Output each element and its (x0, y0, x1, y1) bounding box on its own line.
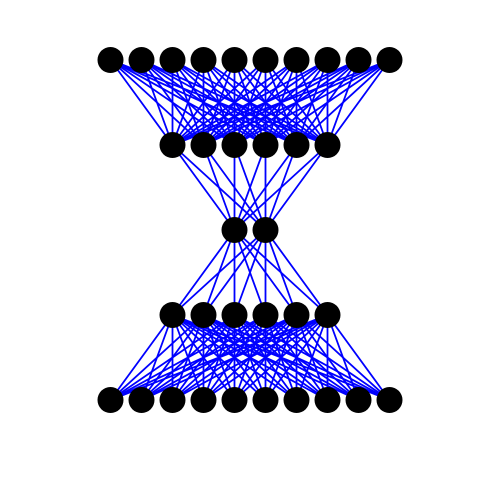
edge-l1-n3-to-l2-n0 (233, 144, 267, 231)
node-layer4-7 (314, 387, 341, 413)
edge-l0-n7-to-l1-n0 (171, 59, 329, 146)
node-layer2-1 (252, 217, 279, 243)
edge-l3-n5-to-l4-n2 (171, 314, 329, 401)
node-layer1-1 (190, 132, 217, 158)
edge-l3-n4-to-l4-n0 (109, 314, 298, 401)
node-layer1-0 (159, 132, 186, 158)
node-layer0-0 (97, 47, 124, 73)
edge-l0-n9-to-l1-n5 (326, 59, 391, 146)
node-layer0-3 (190, 47, 217, 73)
node-layer4-9 (376, 387, 403, 413)
edge-l0-n5-to-l1-n0 (171, 59, 267, 146)
edge-l0-n3-to-l1-n0 (171, 59, 205, 146)
edge-l3-n5-to-l4-n4 (233, 314, 329, 401)
node-layer1-2 (221, 132, 248, 158)
node-layer3-5 (314, 302, 341, 328)
edge-l3-n5-to-l4-n3 (202, 314, 329, 401)
edge-l2-n1-to-l3-n2 (233, 229, 267, 316)
node-layer3-4 (283, 302, 310, 328)
node-layer0-1 (128, 47, 155, 73)
edge-l2-n0-to-l3-n0 (171, 229, 236, 316)
node-layer4-2 (159, 387, 186, 413)
edge-l1-n1-to-l2-n0 (202, 144, 236, 231)
edge-l3-n5-to-l4-n5 (264, 314, 329, 401)
edge-l3-n5-to-l4-n0 (109, 314, 329, 401)
edge-l3-n2-to-l4-n0 (109, 314, 236, 401)
node-layer0-2 (159, 47, 186, 73)
node-layer4-5 (252, 387, 279, 413)
node-layer1-4 (283, 132, 310, 158)
edge-l3-n1-to-l4-n0 (109, 314, 205, 401)
edge-l3-n5-to-l4-n1 (140, 314, 329, 401)
edge-l2-n1-to-l3-n0 (171, 229, 267, 316)
edge-l3-n0-to-l4-n0 (109, 314, 174, 401)
edge-l3-n5-to-l4-n8 (326, 314, 360, 401)
node-layer4-1 (128, 387, 155, 413)
edge-group (109, 59, 391, 401)
node-layer0-9 (376, 47, 403, 73)
node-layer1-3 (252, 132, 279, 158)
edge-l1-n5-to-l2-n0 (233, 144, 329, 231)
edge-l2-n1-to-l3-n4 (264, 229, 298, 316)
edge-l2-n1-to-l3-n1 (202, 229, 267, 316)
node-layer3-2 (221, 302, 248, 328)
edge-l0-n0-to-l1-n0 (109, 59, 174, 146)
node-layer0-7 (314, 47, 341, 73)
edge-l0-n9-to-l1-n1 (202, 59, 391, 146)
node-layer0-4 (221, 47, 248, 73)
edge-l0-n9-to-l1-n4 (295, 59, 391, 146)
node-layer0-5 (252, 47, 279, 73)
edge-l3-n3-to-l4-n0 (109, 314, 267, 401)
node-layer2-0 (221, 217, 248, 243)
edge-l1-n0-to-l2-n0 (171, 144, 236, 231)
node-layer3-0 (159, 302, 186, 328)
edge-l0-n9-to-l1-n2 (233, 59, 391, 146)
edge-l3-n5-to-l4-n9 (326, 314, 391, 401)
node-group (97, 47, 403, 413)
node-layer4-3 (190, 387, 217, 413)
node-layer0-6 (283, 47, 310, 73)
edge-l1-n4-to-l2-n0 (233, 144, 298, 231)
node-layer3-1 (190, 302, 217, 328)
edge-l0-n9-to-l1-n0 (171, 59, 391, 146)
edge-l0-n1-to-l1-n0 (140, 59, 174, 146)
node-layer4-8 (345, 387, 372, 413)
node-layer4-4 (221, 387, 248, 413)
edge-l0-n9-to-l1-n3 (264, 59, 391, 146)
edge-l1-n5-to-l2-n1 (264, 144, 329, 231)
edge-l0-n8-to-l1-n0 (171, 59, 360, 146)
node-layer1-5 (314, 132, 341, 158)
edge-l3-n5-to-l4-n6 (295, 314, 329, 401)
node-layer4-6 (283, 387, 310, 413)
edge-l0-n4-to-l1-n0 (171, 59, 236, 146)
node-layer0-8 (345, 47, 372, 73)
edge-l0-n6-to-l1-n0 (171, 59, 298, 146)
edge-l2-n1-to-l3-n5 (264, 229, 329, 316)
node-layer3-3 (252, 302, 279, 328)
node-layer4-0 (97, 387, 124, 413)
